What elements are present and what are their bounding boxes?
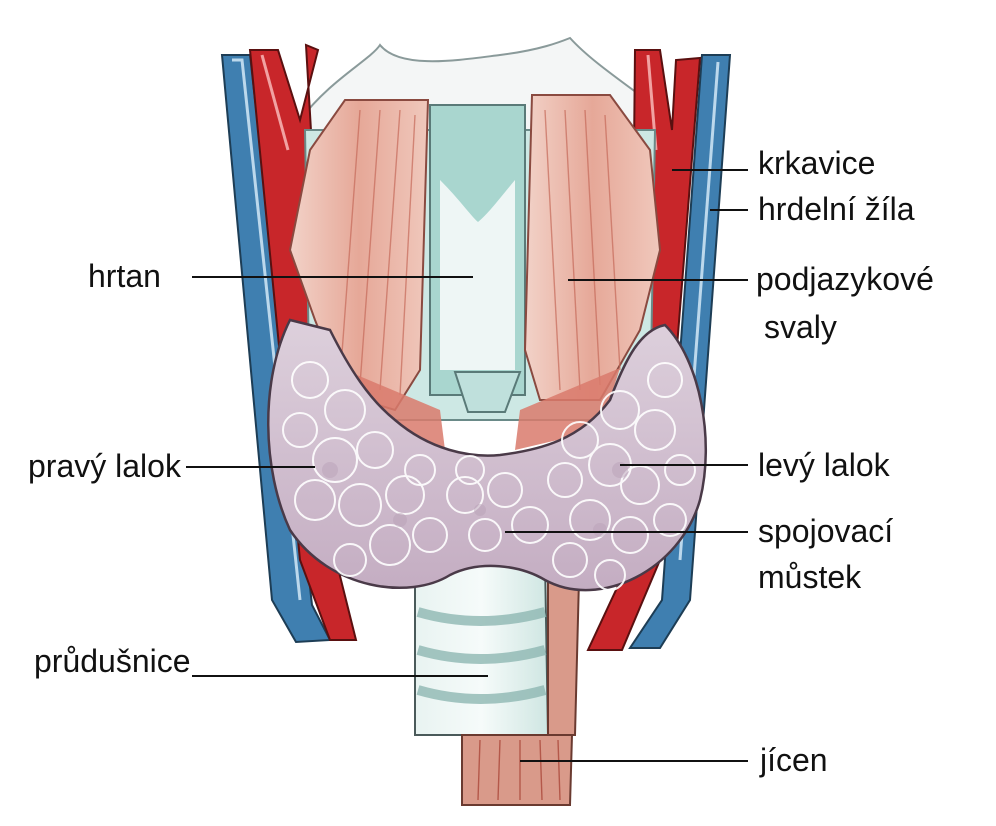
label-carotid-artery: krkavice [758,145,875,181]
label-trachea: průdušnice [34,643,191,679]
label-infrahyoid-muscles-line2: svaly [764,309,837,345]
label-left-lobe: levý lalok [758,447,890,483]
label-jugular-vein: hrdelní žíla [758,191,915,227]
trachea [415,560,548,735]
label-isthmus-line1: spojovací [758,513,893,549]
label-infrahyoid-muscles-line1: podjazykové [756,261,934,297]
label-esophagus: jícen [760,742,828,778]
label-right-lobe: pravý lalok [28,448,181,484]
label-larynx: hrtan [88,258,161,294]
label-isthmus-line2: můstek [758,559,861,595]
